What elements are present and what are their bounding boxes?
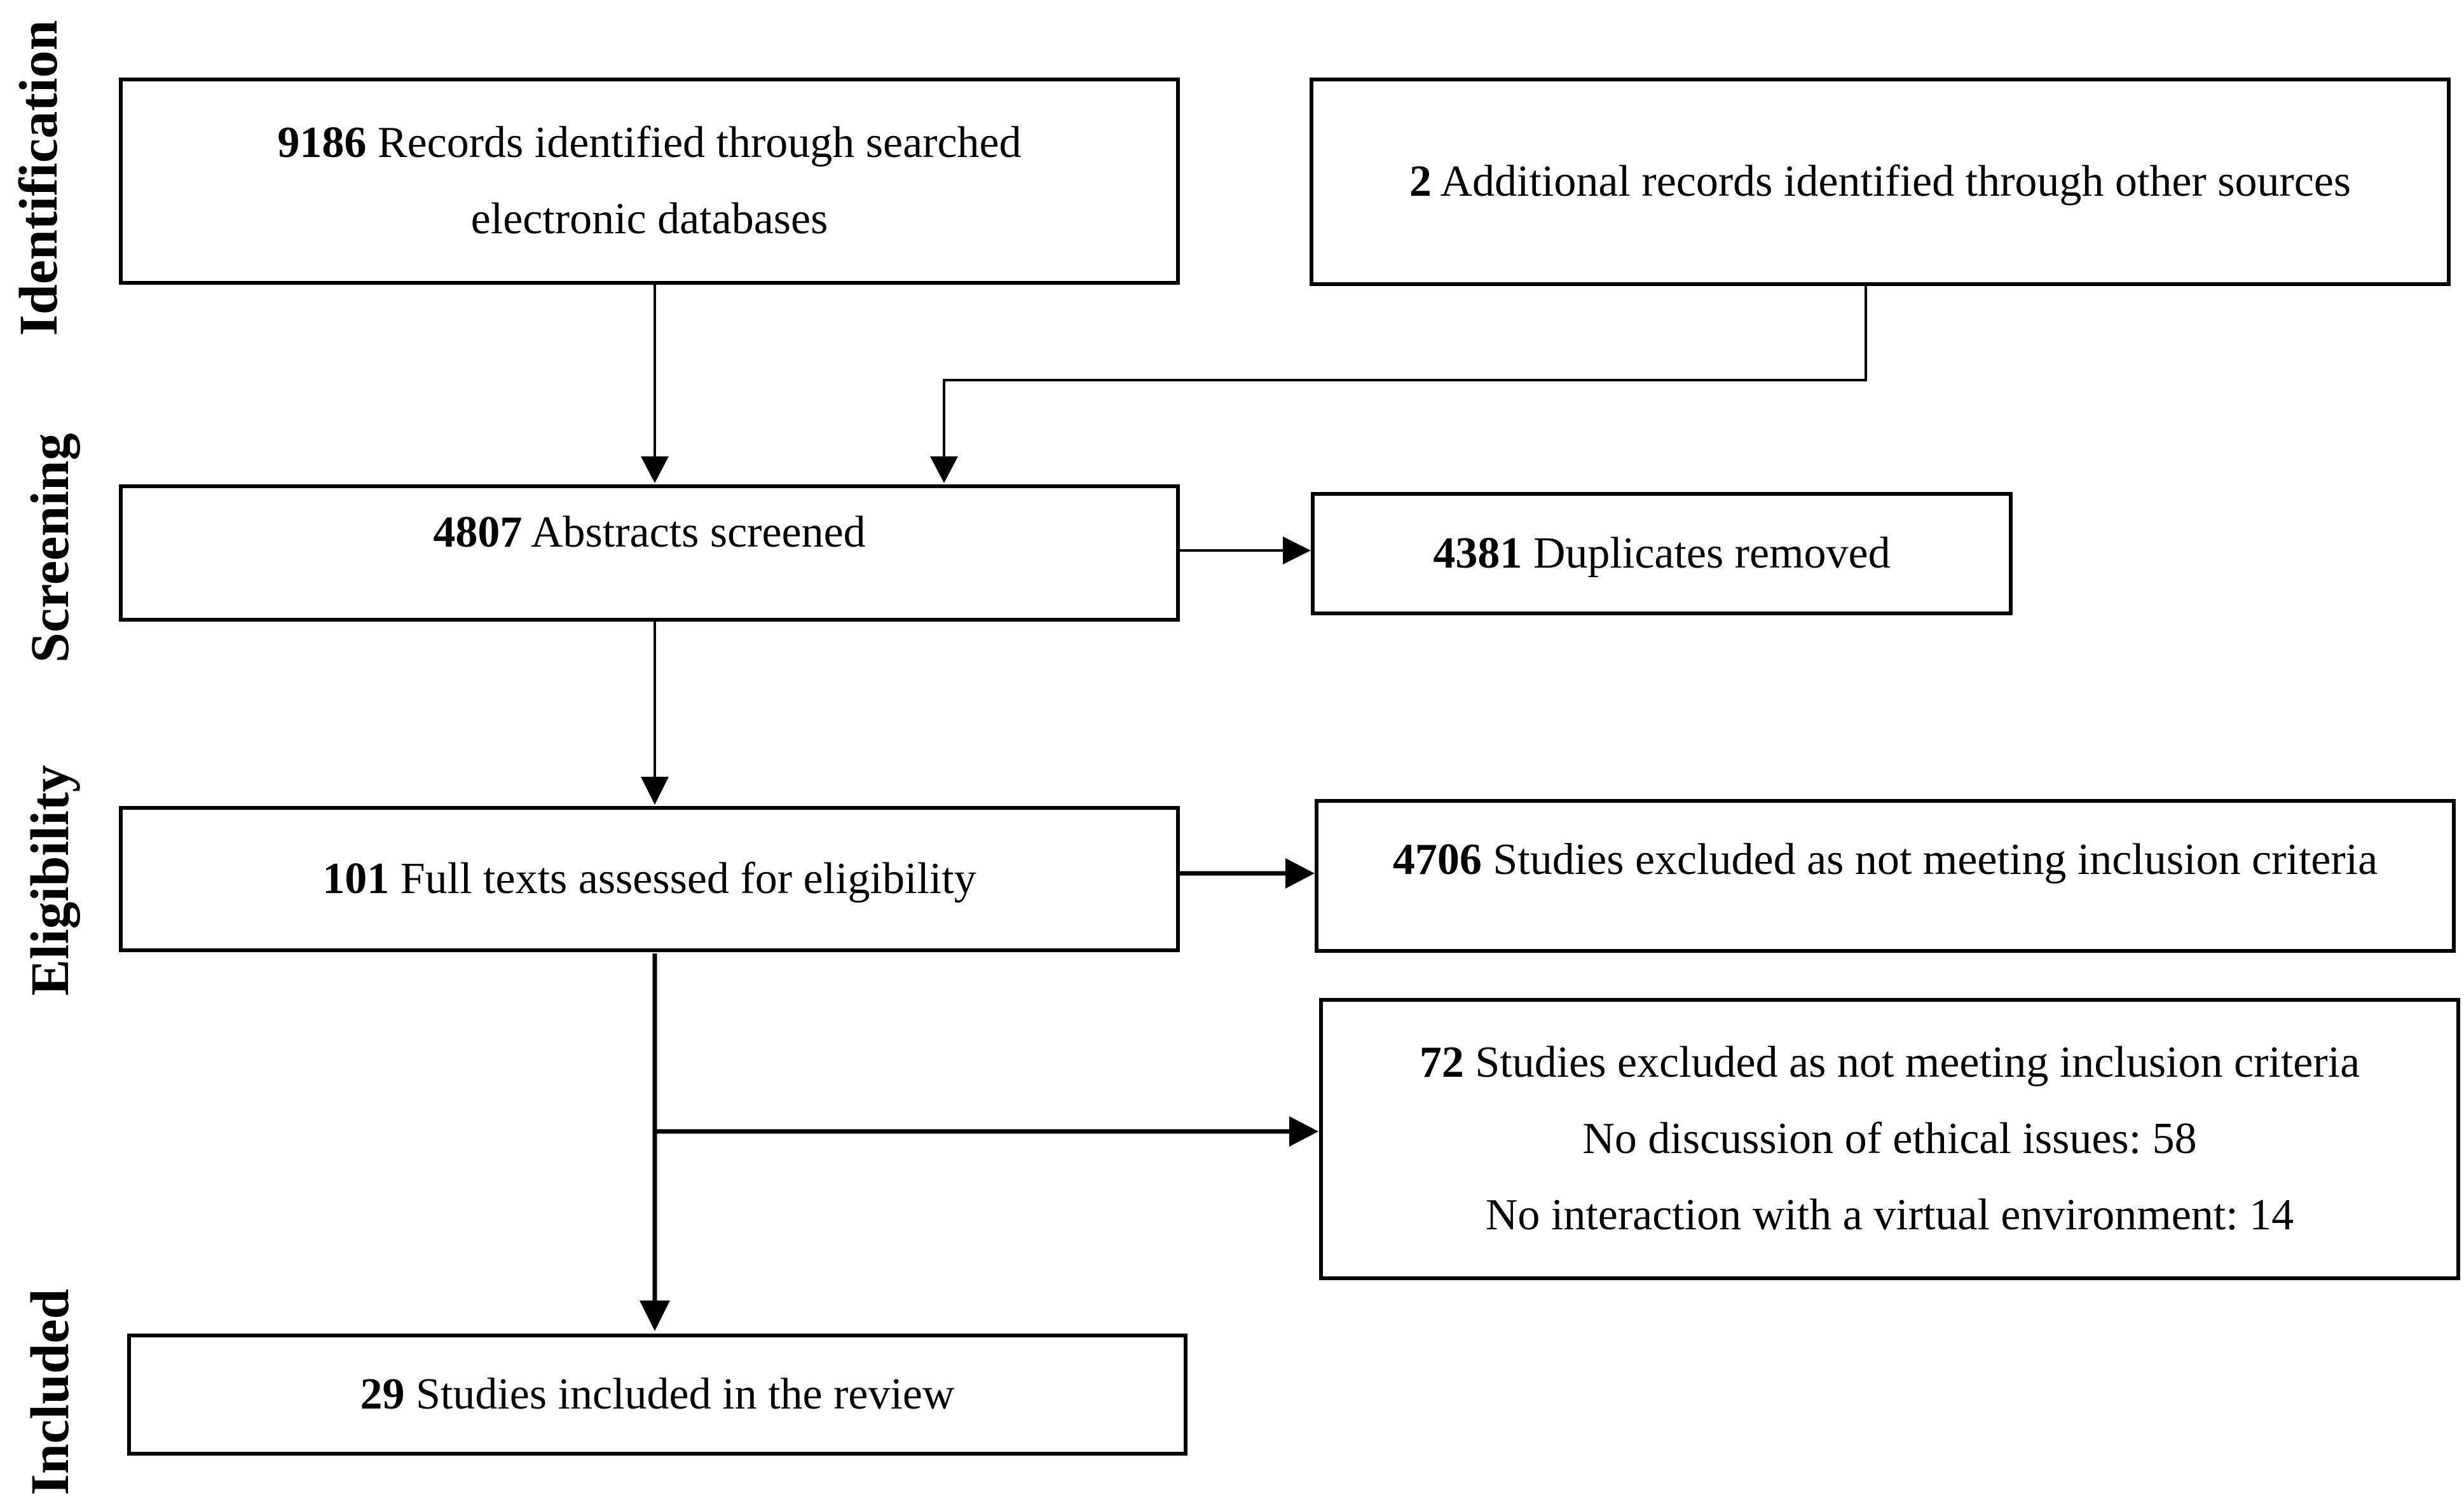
studies-included-count: 29 [360, 1370, 405, 1419]
excluded-screening-line: 4706 Studies excluded as not meeting inc… [1393, 822, 2378, 898]
records-other-line: 2 Additional records identified through … [1409, 144, 2351, 220]
excluded-screening-count: 4706 [1392, 835, 1482, 884]
records-databases-line2: electronic databases [470, 195, 828, 243]
arrowhead-down-included [640, 1301, 670, 1331]
abstracts-screened-box: 4807 Abstracts screened [119, 484, 1180, 622]
studies-included-text: Studies included in the review [415, 1370, 955, 1419]
excluded-screening-box: 4706 Studies excluded as not meeting inc… [1315, 799, 2456, 953]
records-databases-line1: 9186 Records identified through searched [277, 105, 1021, 181]
arrowhead-down-fulltext [641, 777, 669, 805]
records-other-sources-box: 2 Additional records identified through … [1310, 78, 2451, 286]
arrow-other-to-screened [943, 285, 1867, 461]
studies-included-line: 29 Studies included in the review [360, 1356, 954, 1433]
arrowhead-down-db [641, 456, 669, 483]
duplicates-removed-text: Duplicates removed [1533, 529, 1891, 578]
studies-included-box: 29 Studies included in the review [127, 1334, 1188, 1456]
duplicates-removed-count: 4381 [1433, 529, 1523, 578]
arrowhead-right-duplicates [1283, 536, 1311, 564]
records-databases-count: 9186 [277, 118, 367, 167]
stage-label-screening: Screening [19, 433, 80, 663]
records-databases-text: Records identified through searched [377, 118, 1022, 167]
abstracts-screened-line: 4807 Abstracts screened [433, 495, 865, 571]
arrowhead-right-excluded-full [1289, 1116, 1318, 1147]
records-databases-box: 9186 Records identified through searched… [119, 78, 1180, 285]
excluded-fulltext-line1: 72 Studies excluded as not meeting inclu… [1420, 1025, 2360, 1101]
abstracts-screened-count: 4807 [433, 508, 523, 557]
records-other-count: 2 [1409, 157, 1432, 206]
duplicates-removed-line: 4381 Duplicates removed [1433, 516, 1890, 592]
excluded-screening-text: Studies excluded as not meeting inclusio… [1493, 835, 2378, 884]
stage-label-eligibility: Eligibility [19, 765, 80, 996]
full-texts-box: 101 Full texts assessed for eligibility [119, 806, 1180, 952]
abstracts-screened-text: Abstracts screened [530, 508, 866, 557]
full-texts-text: Full texts assessed for eligibility [400, 854, 976, 903]
stage-label-identification: Identification [8, 20, 69, 336]
arrowhead-right-excluded-screen [1285, 858, 1315, 889]
full-texts-count: 101 [322, 854, 390, 903]
arrowhead-down-other [930, 456, 958, 483]
stage-label-included: Included [19, 1288, 80, 1496]
excluded-fulltext-box: 72 Studies excluded as not meeting inclu… [1319, 998, 2460, 1280]
excluded-fulltext-count: 72 [1419, 1038, 1464, 1087]
full-texts-line: 101 Full texts assessed for eligibility [322, 841, 976, 917]
excluded-fulltext-text: Studies excluded as not meeting inclusio… [1475, 1038, 2360, 1087]
records-other-text: Additional records identified through ot… [1440, 157, 2351, 206]
duplicates-removed-box: 4381 Duplicates removed [1311, 492, 2013, 615]
excluded-reason-ethics: No discussion of ethical issues: 58 [1582, 1114, 2197, 1163]
excluded-reason-interaction: No interaction with a virtual environmen… [1485, 1191, 2294, 1239]
